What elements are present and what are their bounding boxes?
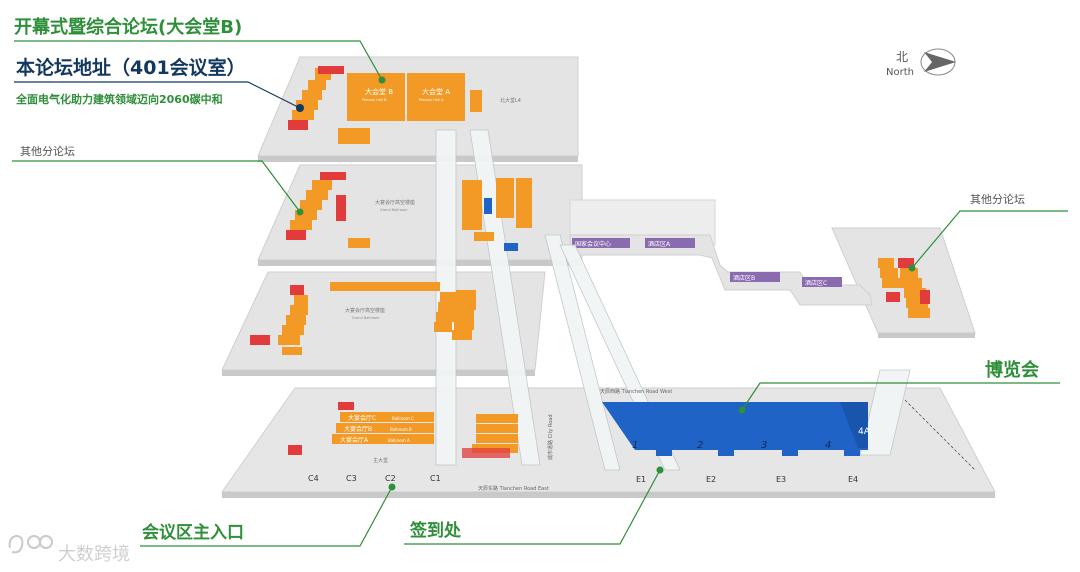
bridge-label-1 — [572, 238, 630, 248]
bridge-label-3-text: 酒店区B — [733, 274, 755, 282]
watermark-text: 大数跨境 — [58, 544, 130, 565]
bridge-label-2 — [645, 238, 695, 248]
compass-cn: 北 — [896, 50, 908, 64]
main-lobby-label: 主大堂 — [373, 457, 388, 464]
other-forums-left-label: 其他分论坛 — [20, 144, 75, 158]
forum-address-label: 本论坛地址（401会议室） — [16, 56, 246, 79]
ballroom-a-en: Ballroom A — [388, 438, 410, 443]
watermark: 大数跨境 — [8, 534, 130, 565]
floor-4-rooms: 大会堂 B Plenary Hall B 大会堂 A Plenary Hall … — [288, 66, 521, 144]
callout-labels: 开幕式暨综合论坛(大会堂B) 本论坛地址（401会议室） 全面电气化助力建筑领域… — [14, 16, 1039, 543]
gate-e1: E1 — [636, 475, 646, 484]
gate-c2: C2 — [385, 474, 396, 483]
bridge-label-4 — [802, 277, 842, 287]
forum-topic-label: 全面电气化助力建筑领域迈向2060碳中和 — [15, 92, 223, 106]
ballroom-a — [332, 434, 434, 444]
expo-hall-3: 3 — [761, 440, 767, 451]
expo-hall-1: 1 — [632, 440, 638, 451]
expo-hall-4a: 4A — [858, 427, 871, 437]
gate-c4: C4 — [308, 474, 319, 483]
bridges: 国家会议中心 酒店区A 酒店区B 酒店区C — [569, 199, 873, 306]
expo-hall-4: 4 — [825, 440, 831, 451]
plenary-hall-a-label: 大会堂 A — [422, 87, 450, 96]
callout-lines — [12, 40, 1068, 547]
ballroom-c-label: 大宴会厅C — [348, 414, 376, 422]
roads: 天辰西路 Tianchen Road West 天辰东路 Tianchen Ro… — [478, 388, 976, 492]
floor-1-rooms: 大宴会厅C Ballroom C 大宴会厅B Ballroom B 大宴会厅A … — [288, 402, 518, 464]
ballroom-c-en: Ballroom C — [392, 416, 414, 421]
city-road: 城市道路 City Road — [547, 414, 554, 460]
road-east: 天辰东路 Tianchen Road East — [478, 485, 549, 492]
gate-c1: C1 — [430, 474, 441, 483]
expo-label: 博览会 — [985, 359, 1039, 381]
expo-hall: 1 2 3 4 4A — [602, 402, 871, 456]
plenary-hall-a-en: Plenary Hall A — [419, 98, 444, 102]
ballroom-a-label: 大宴会厅A — [340, 436, 369, 444]
ballroom-c — [340, 412, 434, 422]
floor-3-rooms: 大宴会厅高空楼座 Grand Ballroom — [286, 172, 532, 251]
floor-3-ballroom: 大宴会厅高空楼座 — [375, 199, 415, 206]
road-west: 天辰西路 Tianchen Road West — [600, 388, 672, 395]
plenary-hall-b-en: Plenary Hall B — [362, 98, 387, 102]
ballroom-b — [336, 423, 434, 433]
gates: C4 C3 C2 C1 E1 E2 E3 E4 — [308, 474, 858, 484]
gate-e4: E4 — [848, 475, 858, 484]
ballroom-b-label: 大宴会厅B — [344, 425, 372, 433]
registration-label: 签到处 — [409, 520, 462, 541]
ballroom-b-en: Ballroom B — [390, 427, 412, 432]
gate-c3: C3 — [346, 474, 357, 483]
floor-3-ballroom-en: Grand Ballroom — [380, 208, 408, 212]
gate-e3: E3 — [776, 475, 786, 484]
plenary-hall-b-label: 大会堂 B — [365, 87, 393, 96]
other-forums-right-label: 其他分论坛 — [970, 192, 1025, 206]
north-lobby-label: 北大堂L4 — [500, 97, 521, 104]
floor-2-ballroom-en: Grand Ballroom — [352, 316, 380, 320]
floor-2-ballroom: 大宴会厅高空楼座 — [345, 307, 385, 314]
main-entrance-label: 会议区主入口 — [142, 522, 244, 543]
north-arrow-icon — [920, 48, 956, 76]
watermark-logo-icon — [8, 534, 53, 554]
bridge-label-3 — [730, 272, 780, 282]
plenary-hall-b — [347, 73, 405, 121]
floor-2-rooms: 大宴会厅高空楼座 Grand Ballroom — [250, 282, 476, 355]
compass: 北 North — [886, 48, 956, 78]
opening-forum-label: 开幕式暨综合论坛(大会堂B) — [14, 16, 242, 38]
hotel-wing-rooms — [878, 258, 930, 318]
expo-hall-2: 2 — [697, 440, 703, 451]
bridge-label-1-text: 国家会议中心 — [575, 240, 611, 248]
compass-en: North — [886, 67, 914, 78]
bridge-label-2-text: 酒店区A — [648, 240, 671, 248]
plenary-hall-a — [407, 73, 465, 121]
bridge-label-4-text: 酒店区C — [805, 279, 827, 287]
gate-e2: E2 — [706, 475, 716, 484]
